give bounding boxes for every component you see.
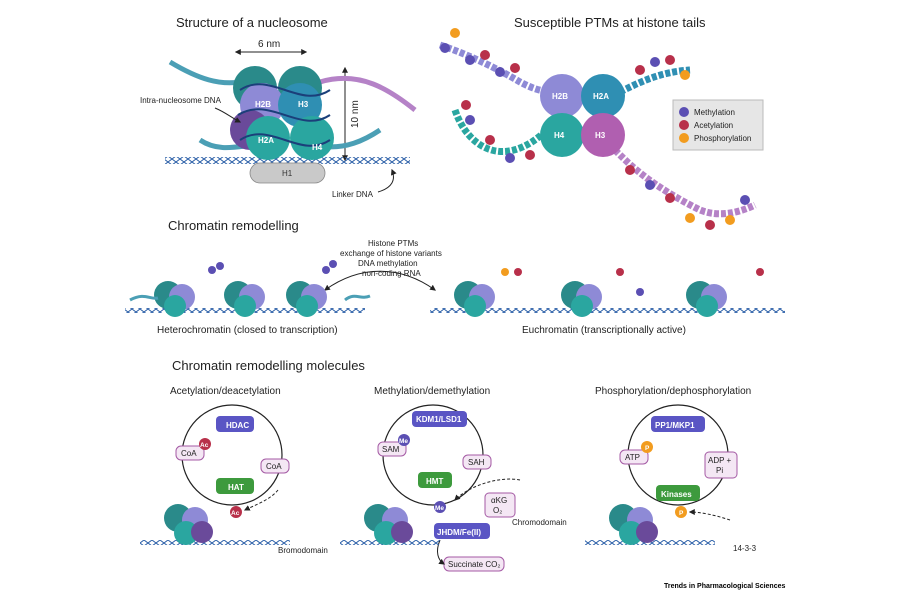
hat-box: [216, 478, 254, 494]
hdac-box: [216, 416, 254, 432]
bromodomain-label: Bromodomain: [278, 546, 328, 555]
p-mark-top: P: [645, 445, 650, 452]
ac-mark-bottom: Ac: [231, 510, 240, 517]
h2b-label: H2B: [255, 100, 271, 109]
acetylation-title: Acetylation/deacetylation: [170, 386, 281, 397]
akg-label: αKG: [491, 496, 507, 505]
ac-mark-top: Ac: [200, 442, 209, 449]
legend-methylation: Methylation: [694, 108, 735, 117]
me-mark-top: Me: [399, 438, 408, 445]
atp-label: ATP: [625, 453, 640, 462]
legend-acetylation: Acetylation: [694, 121, 733, 130]
reader-1433-label: 14-3-3: [733, 544, 757, 553]
remodel-line-3: DNA methylation: [358, 259, 418, 268]
o2-label: O₂: [493, 506, 502, 515]
pp1-label: PP1/MKP1: [655, 421, 695, 430]
coa-right-box: [260, 458, 290, 474]
methylation-panel: Methylation/demethylation KDM1/LSD1 HMT …: [340, 386, 567, 572]
hmt-label: HMT: [426, 477, 443, 486]
remodel-line-4: non-coding RNA: [362, 269, 421, 278]
h4-label: H4: [312, 143, 323, 152]
nucleosome-diagram: 6 nm 10 nm H2B H3 H2A H4 H1 Intra-nucleo…: [140, 39, 417, 199]
remodel-line-1: Histone PTMs: [368, 239, 418, 248]
ptm-h4-label: H4: [554, 131, 565, 140]
legend-phosphorylation: Phosphorylation: [694, 134, 751, 143]
sah-label: SAH: [468, 458, 485, 467]
coa-left-box: [175, 445, 205, 461]
phosphorylation-panel: Phosphorylation/dephosphorylation PP1/MK…: [585, 386, 757, 553]
ptms-title: Susceptible PTMs at histone tails: [514, 15, 706, 30]
h1-label: H1: [282, 169, 293, 178]
euchromatin-label: Euchromatin (transcriptionally active): [522, 325, 686, 336]
succinate-label: Succinate CO₂: [448, 560, 500, 569]
coa-right-label: CoA: [266, 462, 282, 471]
sam-label: SAM: [382, 445, 400, 454]
ptm-h3-label: H3: [595, 131, 606, 140]
kdm1-label: KDM1/LSD1: [416, 415, 462, 424]
adp-label: ADP +: [708, 456, 732, 465]
h3-label: H3: [298, 100, 309, 109]
atp-box: [619, 449, 649, 465]
p-mark-bottom: P: [679, 510, 684, 517]
linker-dna-label: Linker DNA: [332, 190, 374, 199]
me-mark-bottom: Me: [435, 505, 444, 512]
sah-box: [462, 454, 492, 470]
heterochromatin-label: Heterochromatin (closed to transcription…: [157, 325, 338, 336]
jhdm-label: JHDM/Fe(II): [437, 528, 481, 537]
kinases-label: Kinases: [661, 490, 692, 499]
ptm-h2a-label: H2A: [593, 92, 609, 101]
width-label: 6 nm: [258, 39, 280, 50]
remodelling-diagram: Histone PTMs exchange of histone variant…: [125, 239, 785, 336]
methylation-title: Methylation/demethylation: [374, 386, 490, 397]
chromodomain-label: Chromodomain: [512, 518, 567, 527]
kdm1-box: [412, 411, 467, 427]
kinases-box: [656, 485, 700, 501]
pi-label: Pi: [716, 466, 723, 475]
molecules-title: Chromatin remodelling molecules: [172, 358, 365, 373]
phosphorylation-title: Phosphorylation/dephosphorylation: [595, 386, 751, 397]
ptm-h2b-label: H2B: [552, 92, 568, 101]
adp-box: [704, 451, 738, 479]
acetylation-panel: Acetylation/deacetylation HDAC HAT CoA A…: [140, 386, 328, 555]
source-label: Trends in Pharmacological Sciences: [664, 583, 785, 590]
ptm-diagram: H2B H2A H4 H3 Methylation Acetylation Ph…: [438, 28, 764, 230]
intra-dna-label: Intra-nucleosome DNA: [140, 96, 222, 105]
remodel-line-2: exchange of histone variants: [340, 249, 442, 258]
nucleosome-title: Structure of a nucleosome: [176, 15, 328, 30]
hmt-box: [418, 472, 452, 488]
height-label: 10 nm: [350, 100, 361, 128]
h2a-label: H2A: [258, 136, 274, 145]
jhdm-box: [434, 523, 490, 539]
pp1-box: [651, 416, 705, 432]
coa-left-label: CoA: [181, 449, 197, 458]
cofactor-box: [484, 492, 516, 518]
hat-label: HAT: [228, 483, 244, 492]
remodelling-title: Chromatin remodelling: [168, 218, 299, 233]
sam-box: [377, 441, 407, 457]
hdac-label: HDAC: [226, 421, 249, 430]
